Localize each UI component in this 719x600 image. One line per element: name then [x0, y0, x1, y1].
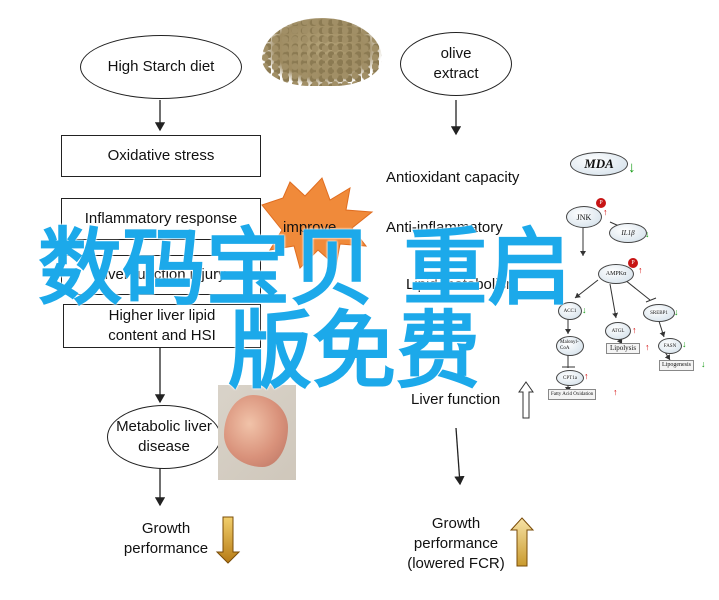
fasn-oval: FASN: [658, 338, 682, 354]
cpt-up-arrow: ↑: [584, 371, 589, 381]
ampk-p-mark: P: [628, 258, 638, 268]
il1b-oval: IL1β: [609, 223, 647, 243]
ampk-p-label: P: [631, 260, 635, 266]
malonyl-oval: Malonyl-CoA: [556, 336, 584, 356]
ampk-oval: AMPKα: [598, 264, 634, 284]
lipolysis-up-arrow: ↑: [645, 342, 650, 352]
il1b-label: IL1β: [621, 229, 635, 237]
mda-down-arrow: ↓: [628, 159, 636, 176]
fao-label: Fatty Acid Oxidation: [551, 392, 594, 397]
srebp-label: SREBP1: [650, 310, 668, 316]
lipid-metabolism-label: Lipid metabolism: [406, 276, 519, 293]
fasn-label: FASN: [663, 343, 677, 349]
arrow-liver-to-growth: [454, 427, 465, 486]
jnk-label: JNK: [576, 212, 592, 222]
ampk-label: AMPKα: [605, 271, 627, 277]
growth-performance-right-label: Growth performance (lowered FCR): [407, 515, 505, 572]
lipolysis-box: Lipolysis: [606, 343, 641, 354]
fasn-down-arrow: ↓: [682, 339, 687, 349]
olive-extract-node: olive extract: [400, 32, 512, 96]
fao-box: Fatty Acid Oxidation: [548, 389, 597, 400]
liver-function-injury-box: Liver function injury: [61, 255, 261, 295]
growth-performance-left-label: Growth performance: [123, 520, 209, 557]
starch-seeds-image: [262, 18, 382, 86]
lipogenesis-label: Lipogenesis: [662, 362, 691, 368]
malonyl-label: Malonyl-CoA: [560, 340, 579, 351]
srebp-down-arrow: ↓: [674, 307, 679, 317]
lipogenesis-down-arrow: ↓: [701, 359, 706, 369]
acc-oval: ACC1: [558, 302, 582, 320]
growth-performance-right: Growth performance (lowered FCR): [398, 514, 514, 574]
inflammatory-response-label: Inflammatory response: [84, 210, 238, 227]
high-starch-diet-label: High Starch diet: [107, 58, 215, 75]
oxidative-stress-box: Oxidative stress: [61, 135, 261, 177]
atgl-label: ATGL: [611, 328, 625, 334]
liver-function-injury-label: Liver function injury: [96, 266, 226, 283]
lipogenesis-box: Lipogenesis: [659, 360, 694, 371]
growth-performance-left: Growth performance: [110, 519, 222, 559]
watermark-line-1: 数码宝贝 重启: [38, 219, 572, 317]
anti-inflammatory-label: Anti-inflammatory: [386, 219, 503, 236]
il1b-down-arrow: ↓: [645, 229, 650, 239]
fao-up-arrow: ↑: [613, 387, 618, 397]
watermark-line-2: 版免费: [228, 302, 481, 400]
higher-liver-lipid-box: Higher liver lipid content and HSI: [63, 304, 261, 348]
oxidative-stress-label: Oxidative stress: [107, 147, 215, 164]
olive-extract-label: olive extract: [433, 45, 479, 82]
liver-function-up-arrow: [518, 381, 534, 419]
jnk-p-mark: P: [596, 198, 606, 208]
cpt-oval: CPT1a: [556, 370, 584, 386]
atgl-oval: ATGL: [605, 322, 631, 340]
metabolic-liver-disease-label: Metabolic liver disease: [116, 418, 212, 455]
acc-label: ACC1: [563, 308, 577, 314]
mda-label: MDA: [584, 156, 614, 171]
higher-liver-lipid-label: Higher liver lipid content and HSI: [108, 307, 216, 344]
improve-label: improve: [283, 219, 337, 236]
growth-down-arrow: [215, 516, 241, 564]
jnk-oval: JNK: [566, 206, 602, 228]
atgl-up-arrow: ↑: [632, 325, 637, 335]
antioxidant-capacity-label: Antioxidant capacity: [386, 169, 520, 186]
metabolic-liver-disease-node: Metabolic liver disease: [107, 405, 221, 469]
srebp-oval: SREBP1: [643, 304, 675, 322]
liver-function-label: Liver function: [411, 391, 501, 408]
acc-down-arrow: ↓: [582, 305, 587, 315]
cpt-label: CPT1a: [563, 375, 577, 381]
high-starch-diet-node: High Starch diet: [80, 35, 242, 99]
improve-burst: [261, 177, 374, 269]
ampk-up-arrow: ↑: [638, 265, 643, 275]
lipolysis-label: Lipolysis: [610, 344, 637, 352]
mda-oval: MDA: [570, 152, 628, 176]
liver-photo: [218, 385, 296, 480]
jnk-p-label: P: [599, 200, 603, 206]
inflammatory-response-box: Inflammatory response: [61, 198, 261, 240]
growth-up-arrow: [509, 517, 535, 567]
jnk-up-arrow: ↑: [603, 207, 608, 217]
